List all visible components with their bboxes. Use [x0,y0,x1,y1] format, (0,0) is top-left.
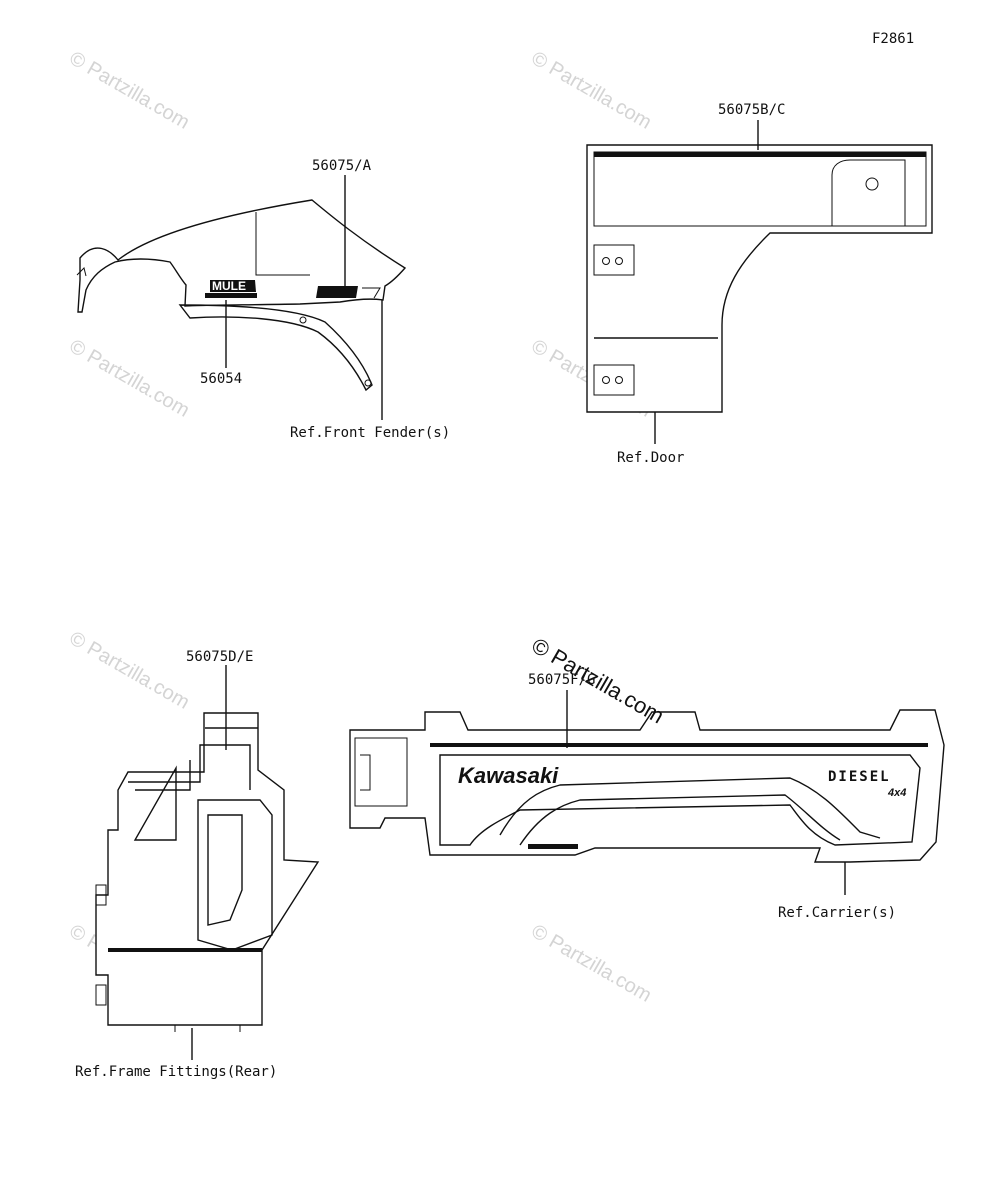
watermark-2: © Partzilla.com [528,47,656,133]
hinge-bolt [602,376,610,384]
hinge-bolt [615,376,623,384]
watermark-7: © Partzilla.com [528,920,656,1006]
figure-id: F2861 [872,31,914,47]
label-ref-carrier: Ref.Carrier(s) [778,905,896,921]
decal-a-mark [316,286,358,298]
fender-panel-edge [255,212,310,276]
frame-panel [95,712,320,1026]
label-56054: 56054 [200,371,242,387]
hinge-bolt [602,257,610,265]
fender-bolt-2 [299,316,307,324]
label-56075fg: 56075F/G [528,672,595,688]
carrier-swoosh-2 [519,794,841,846]
mule-decal: MULE [205,279,257,298]
decal-a [316,286,381,299]
door-drawing [586,144,933,413]
frame-recess-outer [197,799,273,951]
mule-decal-text: MULE [212,279,246,293]
label-56075de: 56075D/E [186,649,253,665]
carrier-end-detail [360,754,371,791]
hinge-bolt [615,257,623,265]
frame-mount-lower [95,984,107,1006]
frame-inner-panel [133,760,191,841]
frame-bottom-stripe [108,948,262,952]
carrier-drawing: Kawasaki DIESEL 4x4 [349,709,945,863]
fender-bolt [364,379,372,387]
mule-decal-strip [205,293,257,298]
carrier-swoosh-1 [499,777,881,839]
door-lock-icon [865,177,879,191]
label-ref-frame: Ref.Frame Fittings(Rear) [75,1064,277,1080]
carrier-body [349,709,945,863]
door-hinge-upper [593,244,635,276]
decal-a-stripe [362,287,381,299]
frame-fittings-drawing [95,712,320,1032]
label-ref-door: Ref.Door [617,450,684,466]
four-by-four-decal: 4x4 [887,787,906,799]
door-handle-area [831,159,906,226]
watermark-5: © Partzilla.com [66,627,194,713]
carrier-panel-outline [439,754,921,846]
fender-mount-pin [76,267,87,277]
fender-body [77,199,407,313]
diesel-decal: DIESEL [828,769,891,785]
door-top-stripe [594,152,926,157]
kawasaki-logo: Kawasaki [458,763,559,788]
carrier-bottom-mark [528,844,578,849]
label-ref-front-fender: Ref.Front Fender(s) [290,425,450,441]
watermark-1: © Partzilla.com [66,47,194,133]
label-56075bc: 56075B/C [718,102,785,118]
frame-mount-upper [95,884,107,906]
carrier-end-cap [354,737,408,807]
door-hinge-lower [593,364,635,396]
frame-recess-inner [207,814,243,926]
carrier-top-stripe [430,743,928,747]
front-fender-drawing: MULE [76,199,407,392]
label-56075a: 56075/A [312,158,372,174]
door-panel [586,144,933,413]
watermark-3: © Partzilla.com [66,335,194,421]
fender-lower-trim [178,304,373,392]
mule-decal-bg [210,280,256,292]
